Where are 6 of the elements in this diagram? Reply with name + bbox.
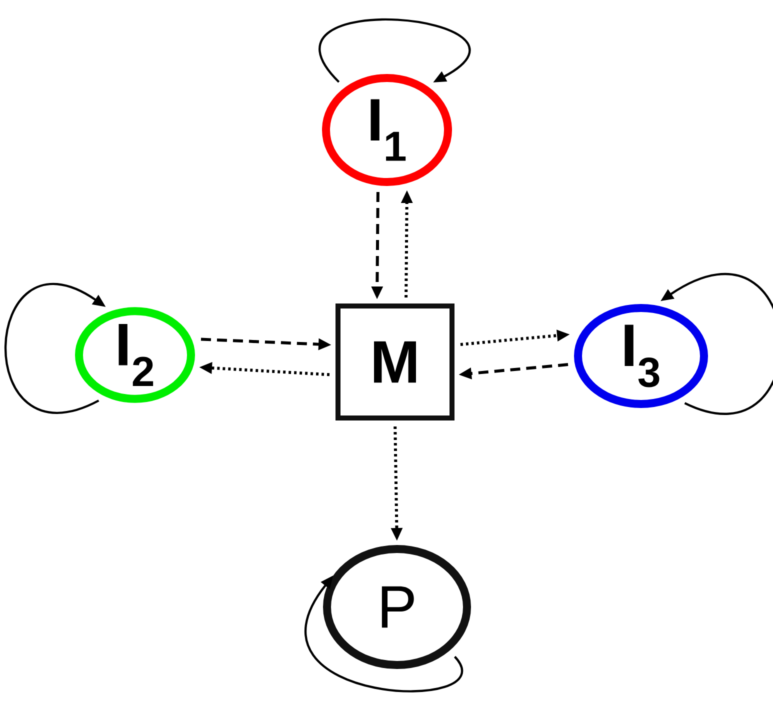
- square-node: M: [336, 304, 454, 420]
- circle-node: I$_{2}$: [75, 307, 195, 403]
- self-loop-arrow: [320, 18, 471, 83]
- circle-node: I$_{3}$: [574, 304, 708, 408]
- circle-node: P: [323, 545, 471, 669]
- circle-node: I$_{1}$: [322, 74, 452, 186]
